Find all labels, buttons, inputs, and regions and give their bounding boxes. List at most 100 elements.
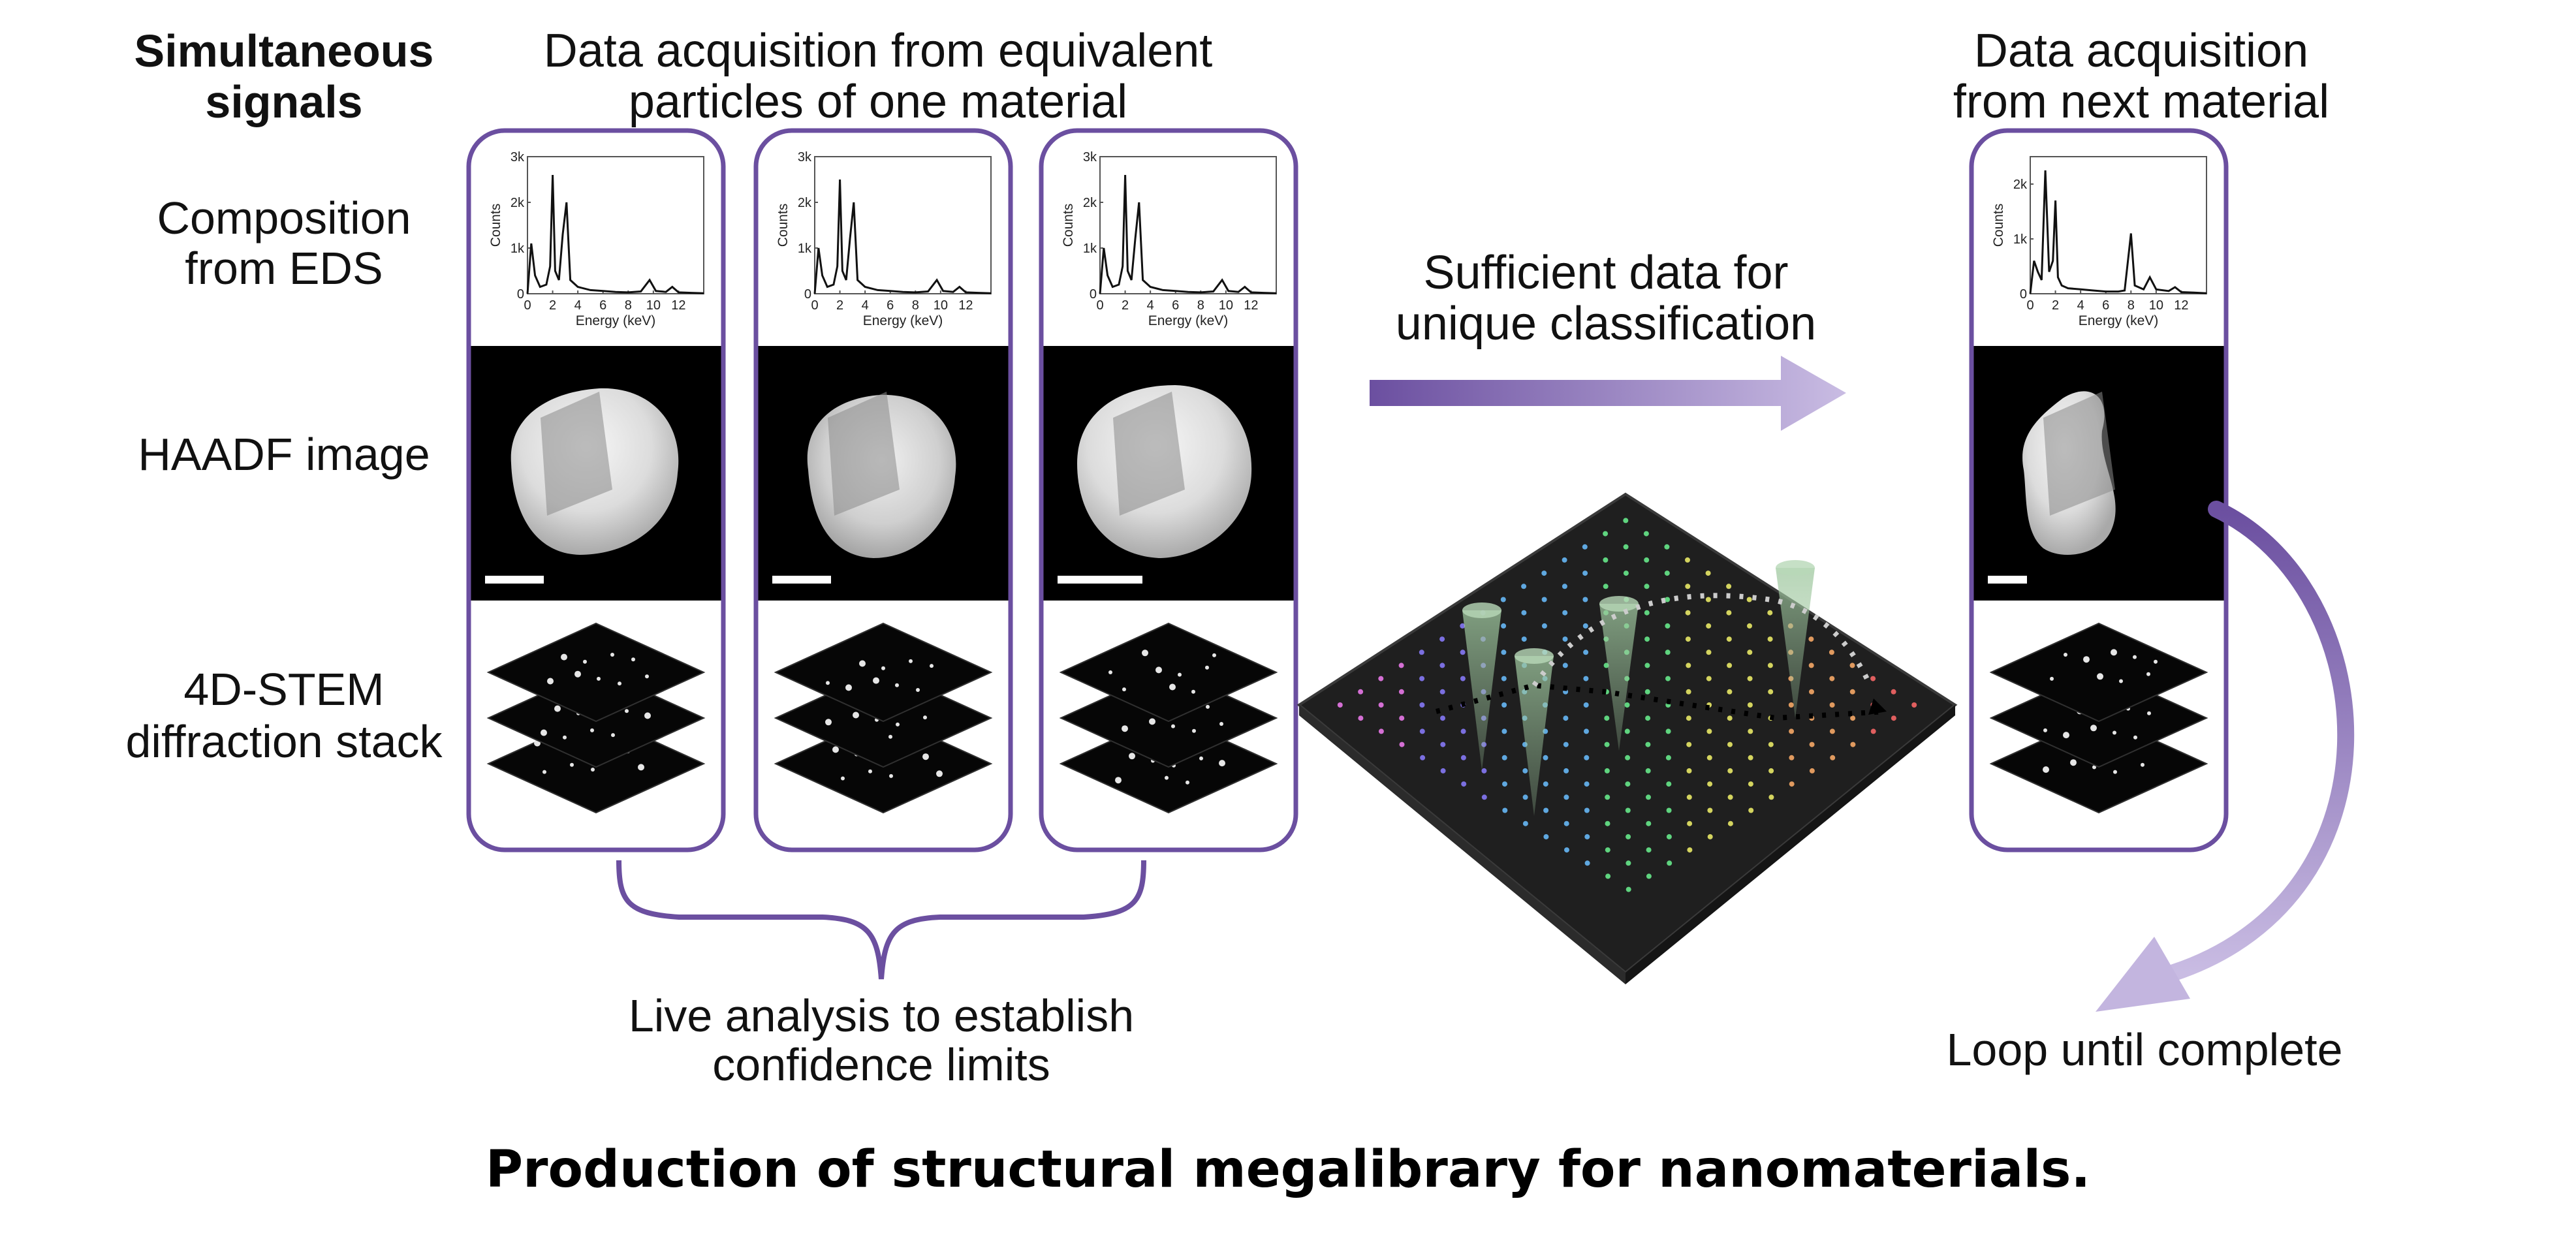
diffraction-spot — [597, 676, 601, 681]
diffraction-spot — [2147, 711, 2151, 715]
row-labels: Composition from EDS HAADF image 4D-STEM… — [125, 193, 443, 767]
library-point — [1605, 794, 1610, 800]
diffraction-spot — [1192, 728, 1196, 733]
library-point — [1768, 768, 1774, 774]
diffraction-spot — [2090, 725, 2097, 732]
diffraction-spot — [1219, 722, 1223, 726]
diffraction-spot — [859, 660, 866, 667]
library-point — [1705, 597, 1711, 602]
library-point — [1727, 742, 1733, 747]
diffraction-spot — [625, 709, 629, 713]
diffraction-spot — [923, 715, 927, 720]
library-point — [1767, 663, 1773, 668]
live-analysis-line2: confidence limits — [712, 1039, 1050, 1090]
library-point — [1809, 742, 1815, 747]
library-point — [1563, 742, 1569, 747]
next-line2: from next material — [1953, 76, 2329, 128]
library-point — [1584, 781, 1590, 787]
library-point — [1686, 742, 1692, 747]
y-tick-label: 1k — [2013, 232, 2028, 247]
library-plane-edge-right — [1626, 705, 1955, 984]
x-tick-label: 12 — [1244, 298, 1258, 313]
library-point — [1582, 597, 1588, 602]
library-point — [1604, 742, 1610, 747]
chart-frame — [527, 156, 704, 294]
diffraction-spot — [1186, 780, 1189, 785]
library-point — [1522, 821, 1528, 826]
library-point — [1686, 689, 1691, 695]
diffraction-stack — [1989, 622, 2208, 814]
diffraction-spot — [2141, 762, 2144, 767]
library-point — [1911, 702, 1917, 708]
library-point — [1747, 676, 1753, 681]
haadf-image — [1041, 346, 1296, 601]
diffraction-spot — [1206, 704, 1210, 709]
library-point — [1768, 742, 1774, 747]
library-point — [1419, 728, 1425, 734]
x-tick-label: 12 — [2174, 298, 2188, 313]
library-point — [1686, 663, 1691, 668]
library-point — [1439, 689, 1445, 695]
diffraction-spot — [1122, 725, 1128, 732]
library-point — [1664, 544, 1670, 550]
library-point — [1582, 544, 1588, 550]
y-tick-label: 2k — [1083, 196, 1097, 210]
x-axis-label: Energy (keV) — [576, 313, 656, 328]
library-point — [1623, 518, 1629, 524]
library-point — [1624, 702, 1630, 708]
right-arrow-icon — [1370, 356, 1846, 431]
grain-domain — [1113, 392, 1185, 516]
library-point — [1521, 610, 1527, 616]
x-tick-label: 2 — [2052, 298, 2059, 313]
grain-domain — [828, 392, 900, 516]
spectrum-line — [2029, 170, 2207, 294]
simultaneous-line2: signals — [205, 76, 362, 127]
library-point — [1768, 689, 1774, 695]
library-point — [1502, 807, 1508, 813]
library-point — [1562, 610, 1568, 616]
library-point — [1706, 755, 1712, 760]
diffraction-spot — [2111, 649, 2117, 656]
library-point — [1440, 715, 1445, 721]
diffraction-spot — [583, 659, 587, 664]
x-tick-label: 2 — [549, 298, 556, 313]
library-point — [1666, 781, 1672, 787]
chart-frame — [1099, 156, 1277, 294]
x-tick-label: 2 — [836, 298, 843, 313]
library-point — [1870, 728, 1876, 734]
library-point — [1460, 728, 1466, 734]
diffraction-spot — [590, 728, 594, 732]
library-point — [1891, 715, 1896, 721]
library-point — [1767, 636, 1773, 642]
library-point — [1686, 715, 1691, 721]
library-point — [1665, 676, 1671, 681]
haadf-image — [756, 346, 1011, 601]
grain-domain — [2043, 392, 2115, 516]
library-point — [1686, 794, 1692, 800]
diffraction-pattern — [486, 622, 706, 723]
library-point — [1562, 663, 1568, 668]
diffraction-spot — [638, 764, 644, 771]
diffraction-spot — [561, 653, 567, 661]
library-point — [1626, 834, 1631, 839]
x-tick-label: 4 — [574, 298, 582, 313]
diffraction-spot — [895, 683, 899, 687]
library-point — [1440, 742, 1446, 747]
library-point — [1706, 728, 1712, 734]
library-point — [1645, 742, 1651, 747]
x-tick-label: 10 — [1219, 298, 1233, 313]
library-point — [1584, 834, 1590, 839]
x-tick-label: 6 — [2102, 298, 2109, 313]
diffraction-spot — [916, 688, 920, 692]
library-point — [1541, 623, 1547, 629]
diffraction-spot — [1155, 666, 1162, 674]
y-axis-label: Counts — [488, 204, 503, 247]
simultaneous-line1: Simultaneous — [134, 25, 434, 76]
library-point — [1419, 676, 1425, 681]
library-point — [1378, 676, 1384, 681]
library-point — [1522, 768, 1528, 774]
